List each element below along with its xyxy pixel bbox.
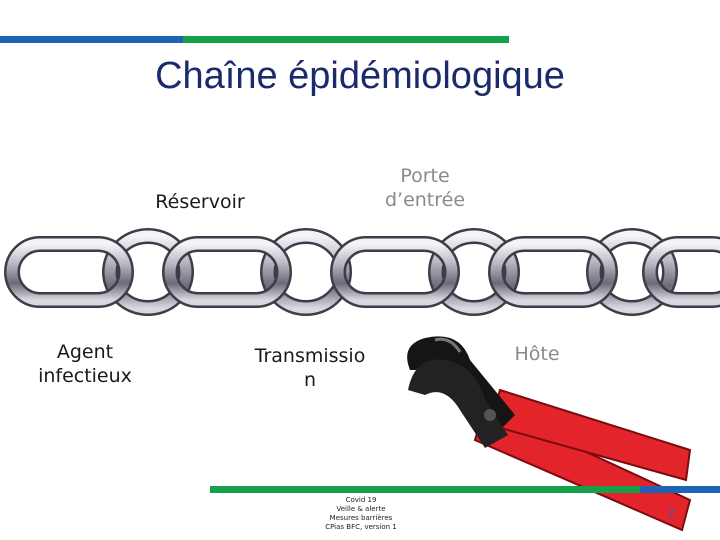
label-hote: Hôte — [492, 342, 582, 366]
bottom-blue-bar — [640, 486, 720, 493]
label-porte-line2: d’entrée — [384, 189, 466, 211]
top-blue-bar — [0, 36, 183, 43]
label-reservoir-text: Réservoir — [155, 191, 245, 213]
pliers-icon — [407, 336, 692, 532]
label-porte-line1: Porte — [400, 165, 450, 187]
page-number: 2 — [668, 506, 675, 520]
label-agent-infectieux: Agent infectieux — [20, 340, 150, 388]
bottom-green-bar — [210, 486, 640, 493]
label-porte-entree: Porte d’entrée — [360, 164, 490, 212]
label-agent-line2: infectieux — [38, 365, 132, 387]
top-green-bar — [183, 36, 509, 43]
footer-note: Covid 19 Veille & alerte Mesures barrièr… — [320, 496, 402, 532]
label-hote-text: Hôte — [514, 343, 560, 365]
label-transmission-line1: Transmissio — [254, 345, 366, 367]
label-transmission-line2: n — [303, 369, 317, 391]
label-transmission: Transmissio n — [230, 344, 390, 392]
label-reservoir: Réservoir — [130, 190, 270, 214]
footer-line2: Veille & alerte — [336, 505, 386, 513]
footer-line4: CPias BFC, version 1 — [325, 523, 397, 531]
label-agent-line1: Agent — [56, 341, 114, 363]
chain-icon — [4, 228, 720, 316]
footer-line1: Covid 19 — [345, 496, 377, 504]
slide-title: Chaîne épidémiologique — [155, 55, 565, 97]
footer-line3: Mesures barrières — [329, 514, 393, 522]
